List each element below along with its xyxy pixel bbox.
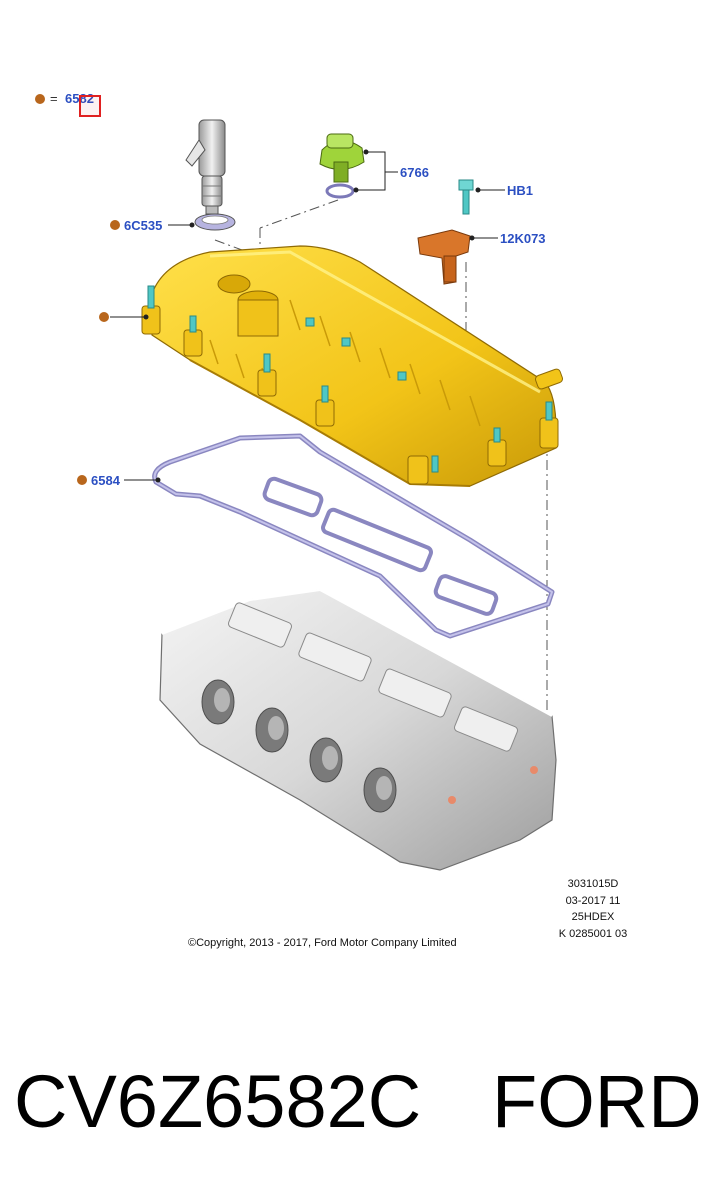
callout-6c535: 6C535 (124, 218, 163, 233)
callout-hb1: HB1 (507, 183, 534, 198)
callout-12k073: 12K073 (500, 231, 546, 246)
meta-line-4: K 0285001 03 (558, 927, 628, 940)
sensor-bolt (458, 179, 474, 215)
valve-cover-gasket (152, 433, 555, 639)
meta-line-1: 3031015D (567, 878, 619, 890)
meta-line-2: 03-2017 11 (565, 894, 621, 907)
solenoid-seal-marker (110, 220, 120, 230)
meta-line-3: 25HDEX (571, 911, 615, 923)
copyright-notice: ©Copyright, 2013 - 2017, Ford Motor Comp… (188, 937, 457, 949)
highlight-box (79, 95, 101, 117)
callout-6766: 6766 (400, 165, 429, 180)
caption-brand: FORD (492, 1060, 702, 1143)
gasket-marker (77, 475, 87, 485)
drawing-metadata: 3031015D 03-2017 11 25HDEX K 0285001 03 (548, 876, 638, 942)
oil-cap-o-ring (325, 183, 355, 199)
vct-solenoid (185, 119, 226, 215)
valve-cover (141, 245, 563, 487)
cylinder-head (159, 588, 557, 871)
oil-filler-cap (319, 133, 365, 183)
callout-6584: 6584 (91, 473, 120, 488)
legend-marker-dot (35, 94, 45, 104)
valve-cover-marker (99, 312, 109, 322)
caption-part-number: CV6Z6582C (14, 1060, 422, 1143)
legend-equals: = (50, 91, 58, 106)
camshaft-position-sensor (417, 229, 471, 285)
leader-lines (110, 151, 505, 481)
